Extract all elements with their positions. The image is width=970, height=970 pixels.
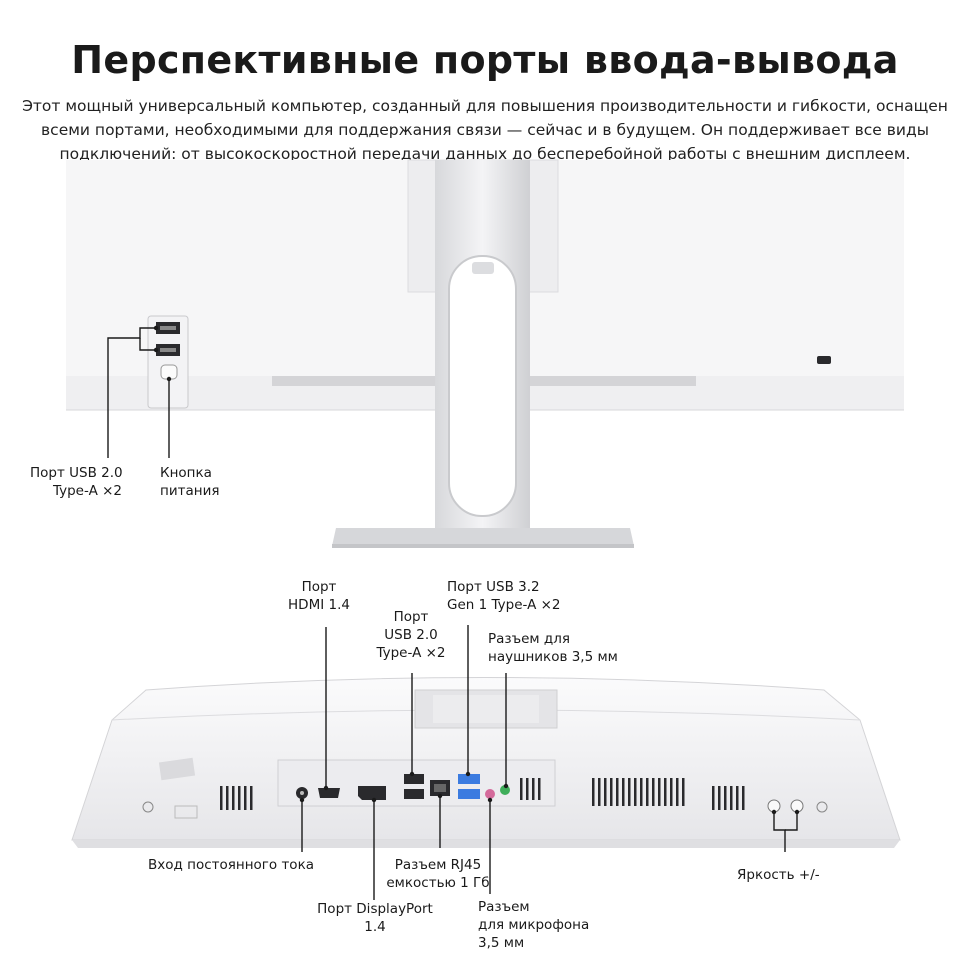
description-line-3: подключений: от высокоскоростной передач… <box>59 145 911 163</box>
label-brightness: Яркость +/- <box>737 867 820 883</box>
monitor-rear-view <box>71 677 901 848</box>
monitor-back-view <box>66 159 904 548</box>
label-power-line-1: Кнопка <box>160 465 212 481</box>
displayport-port <box>358 786 386 800</box>
label-headphone-line-2: наушников 3,5 мм <box>488 649 618 665</box>
label-hdmi-line-2: HDMI 1.4 <box>288 597 350 613</box>
rear-usb20-port-2 <box>404 789 424 799</box>
label-side-usb20-line-1: Порт USB 2.0 <box>30 465 123 481</box>
label-rear-usb20-line-2: USB 2.0 <box>384 627 438 643</box>
label-power-button: Кнопка питания <box>160 464 219 500</box>
label-mic: Разъем для микрофона 3,5 мм <box>478 898 589 952</box>
rear-callout-lines <box>301 625 798 900</box>
label-headphone-line-1: Разъем для <box>488 631 570 647</box>
label-dc-in: Вход постоянного тока <box>148 857 314 873</box>
label-rear-usb20: Порт USB 2.0 Type-A ×2 <box>366 608 456 662</box>
label-hdmi-line-1: Порт <box>301 579 337 595</box>
rear-vents-center <box>520 778 541 800</box>
label-power-line-2: питания <box>160 483 220 499</box>
description-line-2: всеми портами, необходимыми для поддержа… <box>41 121 929 139</box>
mic-jack <box>485 789 495 799</box>
label-side-usb20-line-2: Type-A ×2 <box>52 483 122 499</box>
stand-clip <box>472 262 494 274</box>
page-description: Этот мощный универсальный компьютер, соз… <box>0 94 970 166</box>
side-port-panel <box>147 315 189 409</box>
label-displayport-line-2: 1.4 <box>364 919 386 935</box>
description-line-1: Этот мощный универсальный компьютер, соз… <box>22 97 948 115</box>
label-usb32: Порт USB 3.2 Gen 1 Type-A ×2 <box>447 578 561 614</box>
usb32-port-2 <box>458 789 480 799</box>
lock-slot <box>817 356 831 364</box>
label-rj45: Разъем RJ45 емкостью 1 Гб <box>378 856 498 892</box>
label-headphone: Разъем для наушников 3,5 мм <box>488 630 618 666</box>
label-rj45-line-1: Разъем RJ45 <box>394 857 482 873</box>
label-displayport: Порт DisplayPort 1.4 <box>300 900 450 936</box>
label-rj45-line-2: емкостью 1 Гб <box>386 875 490 891</box>
usb32-port-1 <box>458 774 480 784</box>
label-mic-line-1: Разъем <box>478 899 530 915</box>
label-side-usb20: Порт USB 2.0 Type-A ×2 <box>30 464 123 500</box>
page-title: Перспективные порты ввода-вывода <box>71 38 899 82</box>
label-usb32-line-1: Порт USB 3.2 <box>447 579 540 595</box>
rear-vents-left <box>220 786 253 810</box>
stand-cable-hole <box>448 255 517 517</box>
label-rear-usb20-line-3: Type-A ×2 <box>376 645 446 661</box>
label-hdmi: Порт HDMI 1.4 <box>276 578 362 614</box>
label-displayport-line-1: Порт DisplayPort <box>317 901 433 917</box>
label-usb32-line-2: Gen 1 Type-A ×2 <box>447 597 561 613</box>
side-callout-lines <box>107 327 170 458</box>
rear-usb20-port-1 <box>404 774 424 784</box>
hdmi-port <box>318 788 340 798</box>
rear-vents-right <box>592 778 745 810</box>
label-mic-line-3: 3,5 мм <box>478 935 525 951</box>
label-rear-usb20-line-1: Порт <box>393 609 429 625</box>
label-mic-line-2: для микрофона <box>478 917 590 933</box>
stand-base <box>332 528 634 546</box>
